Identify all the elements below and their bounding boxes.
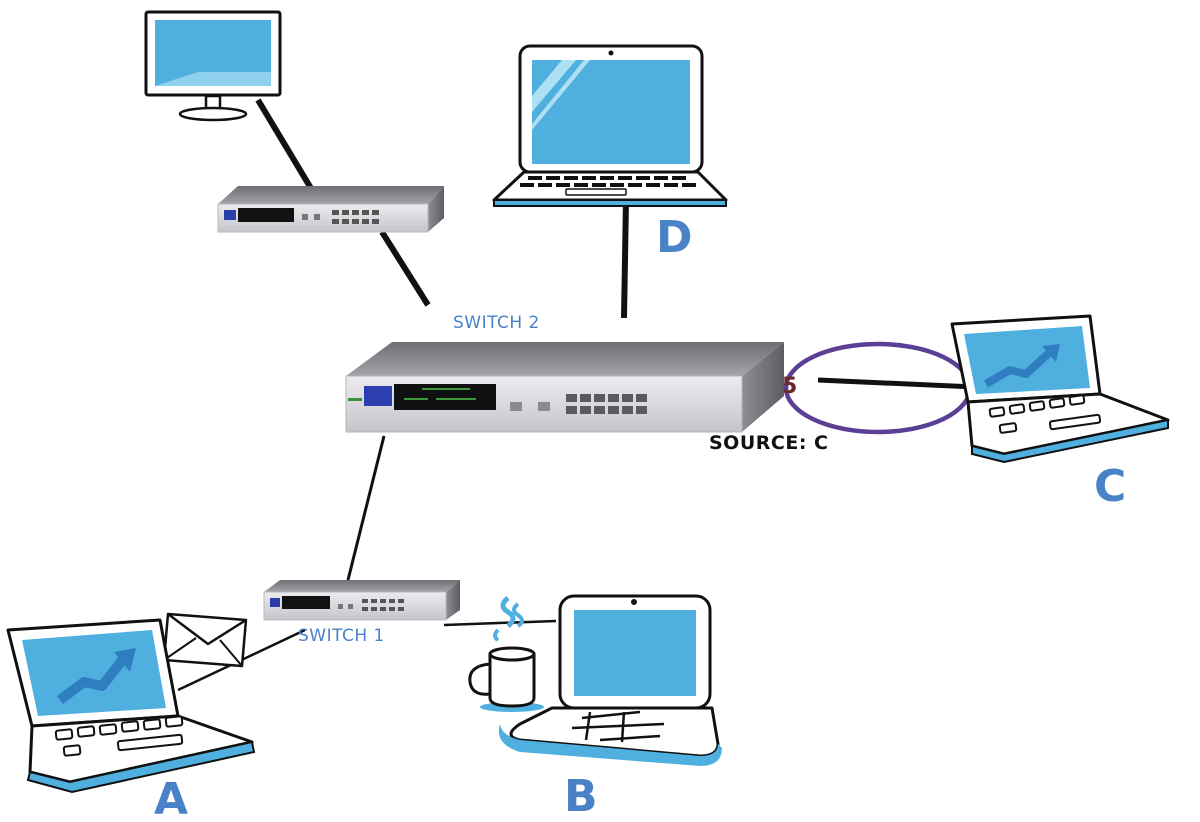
- network-switch-icon: [345, 342, 784, 433]
- label-d: D: [656, 212, 693, 263]
- switch-2-label: SWITCH 2: [453, 313, 540, 333]
- coffee-mug-icon: [468, 596, 544, 712]
- cable-monitor-to-top-switch: [255, 98, 315, 192]
- laptop-b: B: [468, 594, 722, 822]
- label-b: B: [564, 771, 598, 822]
- port-number: 5: [782, 374, 797, 399]
- network-switch-icon: [263, 580, 460, 621]
- envelope-icon: [162, 612, 248, 668]
- switch-2: SWITCH 2 5 SOURCE: C: [345, 313, 973, 454]
- laptop-icon: [498, 594, 722, 766]
- cable-switch2-to-switch1: [346, 435, 386, 581]
- laptop-d: D: [492, 44, 728, 263]
- monitor-icon: [144, 10, 282, 122]
- laptop-icon: [950, 314, 1170, 464]
- laptop-icon: [6, 618, 256, 794]
- cable-switch2-to-laptop-c: [817, 377, 976, 390]
- laptop-a: A: [6, 618, 256, 822]
- switch-1: SWITCH 1: [263, 580, 460, 646]
- top-switch: [217, 186, 444, 233]
- cable-switch1-to-laptop-b: [443, 619, 557, 627]
- source-label: SOURCE: C: [709, 432, 828, 454]
- label-a: A: [154, 774, 188, 822]
- cable-top-switch-to-switch2: [379, 230, 431, 307]
- cable-laptop-d-to-switch2: [621, 199, 629, 319]
- cables: [177, 98, 976, 692]
- laptop-c: C: [950, 314, 1170, 512]
- laptop-icon: [492, 44, 728, 207]
- label-c: C: [1094, 461, 1126, 512]
- switch-1-label: SWITCH 1: [298, 626, 385, 646]
